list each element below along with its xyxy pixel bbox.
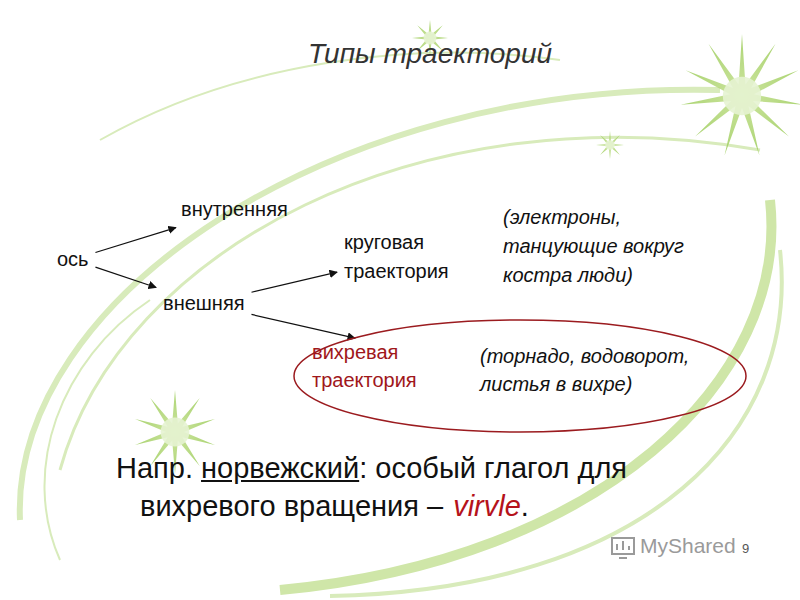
term-text: внешняя (163, 289, 245, 318)
star (596, 131, 624, 159)
ellipse-outline (294, 320, 746, 432)
star (681, 34, 800, 156)
star (135, 20, 800, 474)
star-core (723, 77, 761, 115)
arrow-connector (95, 267, 156, 287)
note-text: Напр. (116, 452, 193, 484)
example-text: (торнадо, водоворот, листья в вихре) (480, 342, 725, 398)
note-line: Напр. норвежский: особый глагол для (116, 452, 627, 485)
note-word: virvle (453, 490, 521, 522)
term-text: внутренняя (181, 195, 288, 224)
term-text: вихревая траектория (312, 338, 452, 394)
star-core (161, 418, 190, 447)
highlight-ellipse: вихревая траектория (торнадо, водоворот, … (292, 318, 748, 434)
term-node: внешняя (158, 286, 250, 321)
page-number: 9 (742, 541, 749, 556)
term-node: ось (52, 242, 94, 277)
arrow-connector (251, 314, 355, 338)
term-node: внутренняя (176, 192, 293, 227)
watermark: MyShared (640, 534, 736, 558)
note-text: . (521, 490, 529, 522)
star-core (605, 140, 615, 150)
note-line: вихревого вращения – virvle. (140, 490, 529, 523)
space (193, 452, 201, 484)
term-text: круговая траектория (344, 228, 459, 286)
swoosh (20, 53, 782, 596)
arrow-connector (251, 272, 337, 292)
term-node: круговая траектория (339, 225, 464, 289)
term-text: ось (57, 245, 89, 274)
watermark-icon (612, 538, 634, 558)
note-text: вихревого вращения – (140, 490, 443, 522)
note-language: норвежский (201, 452, 359, 484)
note-text: : особый глагол для (359, 452, 627, 484)
example-note: (электроны, танцующие вокруг костра люди… (503, 203, 693, 290)
slide-title: Типы траекторий (0, 38, 800, 70)
arrow-connector (95, 228, 175, 253)
